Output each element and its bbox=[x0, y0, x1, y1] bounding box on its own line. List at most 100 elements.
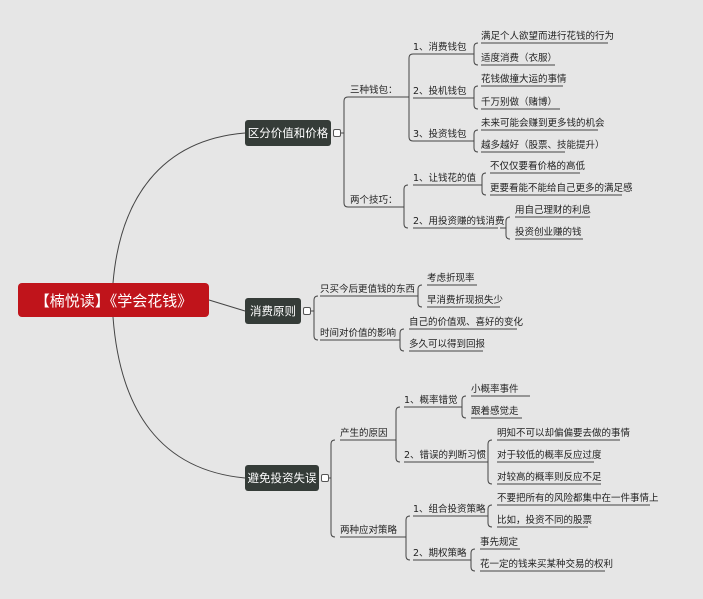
leaf-label: 不要把所有的风险都集中在一件事情上 bbox=[497, 493, 659, 504]
connector-line bbox=[470, 548, 476, 572]
subtopic-label: 2、投机钱包 bbox=[413, 86, 467, 97]
connector-line bbox=[112, 316, 246, 479]
connector-line bbox=[487, 439, 493, 485]
leaf-item[interactable]: 满足个人欲望而进行花钱的行为 bbox=[481, 30, 614, 43]
collapse-toggle[interactable] bbox=[321, 474, 329, 482]
leaf-item[interactable]: 多久可以得到回报 bbox=[409, 338, 485, 351]
leaf-item[interactable]: 适度消费（衣服） bbox=[481, 52, 557, 65]
branch-node-consumption-principles[interactable]: 消费原则 bbox=[245, 298, 301, 324]
leaf-label: 比如，投资不同的股票 bbox=[497, 515, 593, 526]
connector-line bbox=[313, 295, 319, 341]
leaf-item[interactable]: 跟着感觉走 bbox=[471, 405, 519, 418]
leaf-item[interactable]: 自己的价值观、喜好的变化 bbox=[409, 316, 523, 329]
subtopic-label: 2、错误的判断习惯 bbox=[404, 450, 487, 461]
leaf-item[interactable]: 对较高的概率则反应不足 bbox=[497, 471, 602, 484]
leaf-label: 适度消费（衣服） bbox=[481, 53, 558, 64]
leaf-label: 千万别做（赌博） bbox=[481, 97, 558, 108]
leaf-label: 投资创业赚的钱 bbox=[515, 227, 582, 238]
connector-line bbox=[330, 439, 336, 538]
leaf-item[interactable]: 不仅仅要看价格的高低 bbox=[490, 160, 585, 173]
leaf-item[interactable]: 千万别做（赌博） bbox=[481, 96, 557, 109]
leaf-item[interactable]: 考虑折现率 bbox=[427, 272, 475, 285]
leaf-label: 越多越好（股票、技能提升） bbox=[481, 140, 605, 151]
topic-causes[interactable]: 产生的原因 bbox=[340, 427, 388, 440]
leaf-label: 自己的价值观、喜好的变化 bbox=[409, 317, 524, 328]
subtopic-label: 1、概率错觉 bbox=[404, 395, 458, 406]
subtopic-speculation-wallet[interactable]: 2、投机钱包 bbox=[413, 85, 467, 98]
leaf-label: 多久可以得到回报 bbox=[409, 339, 486, 350]
collapse-toggle[interactable] bbox=[303, 307, 311, 315]
connector-line bbox=[408, 53, 414, 142]
subtopic-consumer-wallet[interactable]: 1、消费钱包 bbox=[413, 41, 467, 54]
connector-line bbox=[403, 184, 409, 229]
subtopic-portfolio[interactable]: 1、组合投资策略 bbox=[413, 503, 486, 516]
connector-line bbox=[473, 42, 479, 66]
subtopic-label: 3、投资钱包 bbox=[413, 129, 467, 140]
root-node[interactable]: 【楠悦读】《学会花钱》 bbox=[18, 283, 209, 317]
leaf-item[interactable]: 花一定的钱来买某种交易的权利 bbox=[480, 558, 613, 571]
subtopic-label: 2、用投资赚的钱消费 bbox=[413, 216, 505, 227]
connector-line bbox=[208, 299, 246, 312]
branch-label: 区分价值和价格 bbox=[247, 126, 329, 140]
leaf-item[interactable]: 未来可能会赚到更多钱的机会 bbox=[481, 117, 605, 130]
leaf-item[interactable]: 不要把所有的风险都集中在一件事情上 bbox=[497, 492, 659, 505]
connector-line bbox=[473, 85, 479, 110]
topic-three-wallets[interactable]: 三种钱包： bbox=[350, 84, 398, 97]
topic-time-value[interactable]: 时间对价值的影响 bbox=[320, 327, 396, 340]
connector-line bbox=[481, 172, 487, 196]
leaf-item[interactable]: 事先规定 bbox=[480, 536, 518, 549]
leaf-label: 小概率事件 bbox=[471, 384, 519, 395]
subtopic-spend-earnings[interactable]: 2、用投资赚的钱消费 bbox=[413, 215, 505, 228]
leaf-label: 用自己理财的利息 bbox=[515, 205, 592, 216]
collapse-toggle[interactable] bbox=[333, 129, 341, 137]
leaf-item[interactable]: 投资创业赚的钱 bbox=[515, 226, 582, 239]
subtopic-probability-illusion[interactable]: 1、概率错觉 bbox=[404, 394, 458, 407]
topic-buy-appreciating[interactable]: 只买今后更值钱的东西 bbox=[320, 283, 415, 296]
leaf-item[interactable]: 对于较低的概率反应过度 bbox=[497, 449, 602, 462]
leaf-item[interactable]: 越多越好（股票、技能提升） bbox=[481, 139, 605, 152]
connector-line bbox=[417, 284, 423, 308]
leaf-label: 对于较低的概率反应过度 bbox=[497, 450, 602, 461]
leaf-label: 更要看能不能给自己更多的满足感 bbox=[490, 183, 633, 194]
subtopic-worth-it[interactable]: 1、让钱花的值 bbox=[413, 172, 476, 185]
subtopic-label: 2、期权策略 bbox=[413, 548, 467, 559]
leaf-item[interactable]: 花钱做撞大运的事情 bbox=[481, 73, 567, 86]
connector-line bbox=[473, 129, 479, 153]
connector-line bbox=[405, 515, 411, 561]
leaf-label: 事先规定 bbox=[480, 537, 519, 548]
leaf-label: 对较高的概率则反应不足 bbox=[497, 472, 602, 483]
connector-line bbox=[487, 504, 493, 528]
subtopic-bad-habits[interactable]: 2、错误的判断习惯 bbox=[404, 449, 486, 462]
topic-strategies[interactable]: 两种应对策略 bbox=[340, 524, 397, 537]
leaf-label: 不仅仅要看价格的高低 bbox=[490, 161, 586, 172]
branch-node-avoid-investment-mistakes[interactable]: 避免投资失误 bbox=[245, 465, 319, 491]
leaf-item[interactable]: 比如，投资不同的股票 bbox=[497, 514, 592, 527]
leaf-item[interactable]: 小概率事件 bbox=[471, 383, 519, 396]
connector-line bbox=[395, 406, 401, 463]
subtopic-label: 1、组合投资策略 bbox=[413, 504, 486, 515]
subtopic-options[interactable]: 2、期权策略 bbox=[413, 547, 467, 560]
leaf-label: 早消费折现损失少 bbox=[427, 295, 504, 306]
leaf-label: 考虑折现率 bbox=[427, 273, 475, 284]
topic-label: 只买今后更值钱的东西 bbox=[320, 284, 416, 295]
leaf-item[interactable]: 用自己理财的利息 bbox=[515, 204, 591, 217]
branch-label: 避免投资失误 bbox=[247, 471, 317, 485]
subtopic-label: 1、消费钱包 bbox=[413, 42, 467, 53]
topic-label: 时间对价值的影响 bbox=[320, 328, 397, 339]
leaf-item[interactable]: 明知不可以却偏偏要去做的事情 bbox=[497, 427, 630, 440]
branch-node-value-vs-price[interactable]: 区分价值和价格 bbox=[245, 120, 331, 146]
subtopic-investment-wallet[interactable]: 3、投资钱包 bbox=[413, 128, 467, 141]
topic-label: 三种钱包： bbox=[350, 85, 398, 96]
root-label: 【楠悦读】《学会花钱》 bbox=[34, 291, 193, 310]
connector-line bbox=[505, 216, 511, 240]
leaf-label: 明知不可以却偏偏要去做的事情 bbox=[497, 428, 631, 439]
subtopic-label: 1、让钱花的值 bbox=[413, 173, 477, 184]
topic-label: 两种应对策略 bbox=[340, 525, 398, 536]
connector-line bbox=[461, 395, 467, 419]
leaf-item[interactable]: 早消费折现损失少 bbox=[427, 294, 503, 307]
topic-two-tips[interactable]: 两个技巧： bbox=[350, 194, 398, 207]
leaf-item[interactable]: 更要看能不能给自己更多的满足感 bbox=[490, 182, 633, 195]
leaf-label: 未来可能会赚到更多钱的机会 bbox=[481, 118, 605, 129]
